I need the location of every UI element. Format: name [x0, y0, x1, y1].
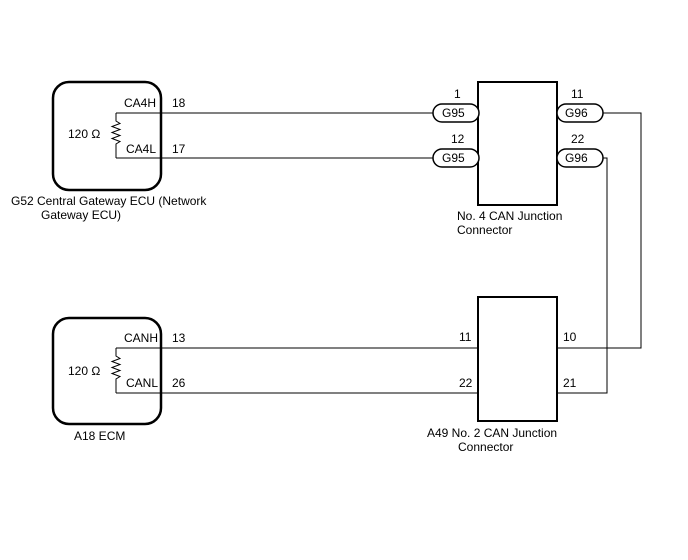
wire-trunk-low: [557, 157, 608, 394]
junction2-caption-line1: A49 No. 2 CAN Junction: [427, 426, 557, 440]
ecm-box: [51, 316, 163, 426]
ecm-resistance-label: 120 Ω: [68, 364, 100, 378]
junction4-g96-upper-label: G96: [565, 106, 588, 120]
junction2-right-pin-21: 21: [563, 376, 577, 390]
junction4-right-pin-22: 22: [571, 132, 585, 146]
junction4-connector-g95-lower: [432, 148, 480, 168]
junction4-g95-upper-label: G95: [442, 106, 465, 120]
junction2-caption-line2: Connector: [458, 440, 513, 454]
junction2-box: [477, 296, 558, 422]
junction4-box: [477, 81, 558, 206]
junction2-left-pin-11: 11: [459, 330, 472, 344]
ecm-canl-label: CANL: [126, 376, 158, 390]
gateway-ca4h-label: CA4H: [124, 96, 156, 110]
junction4-left-pin-1: 1: [454, 87, 461, 101]
junction4-connector-g96-upper: [556, 103, 604, 123]
ecm-canh-pin: 13: [172, 331, 186, 345]
junction4-connector-g96-lower: [556, 148, 604, 168]
junction-connector-4: G95 G95 G96 G96 1 12 11 22 No. 4 CAN Jun…: [432, 81, 604, 237]
gateway-caption-line2: Gateway ECU): [41, 208, 121, 222]
gateway-ca4l-pin: 17: [172, 142, 186, 156]
gateway-terminator-resistor: [110, 113, 122, 158]
ecm-terminator-resistor: [110, 348, 122, 393]
junction2-left-pin-22: 22: [459, 376, 473, 390]
junction-connector-2: 11 22 10 21 A49 No. 2 CAN Junction Conne…: [427, 296, 577, 454]
junction4-caption-line2: Connector: [457, 223, 512, 237]
gateway-ca4l-label: CA4L: [126, 142, 156, 156]
ecm: 120 Ω CANH CANL 13 26 A18 ECM: [51, 316, 186, 443]
gateway-ecu-box: [51, 80, 163, 192]
junction4-left-pin-12: 12: [451, 132, 465, 146]
gateway-ca4h-pin: 18: [172, 96, 186, 110]
gateway-resistance-label: 120 Ω: [68, 127, 100, 141]
gateway-ecu: 120 Ω CA4H CA4L 18 17 G52 Central Gatewa…: [11, 80, 207, 222]
ecm-canl-pin: 26: [172, 376, 186, 390]
ecm-caption: A18 ECM: [74, 429, 125, 443]
junction4-connector-g95-upper: [432, 103, 480, 123]
gateway-caption-line1: G52 Central Gateway ECU (Network: [11, 194, 207, 208]
junction2-right-pin-10: 10: [563, 330, 577, 344]
junction4-g96-lower-label: G96: [565, 151, 588, 165]
junction4-caption-line1: No. 4 CAN Junction: [457, 209, 562, 223]
ecm-canh-label: CANH: [124, 331, 158, 345]
junction4-g95-lower-label: G95: [442, 151, 465, 165]
junction4-right-pin-11: 11: [571, 87, 584, 101]
